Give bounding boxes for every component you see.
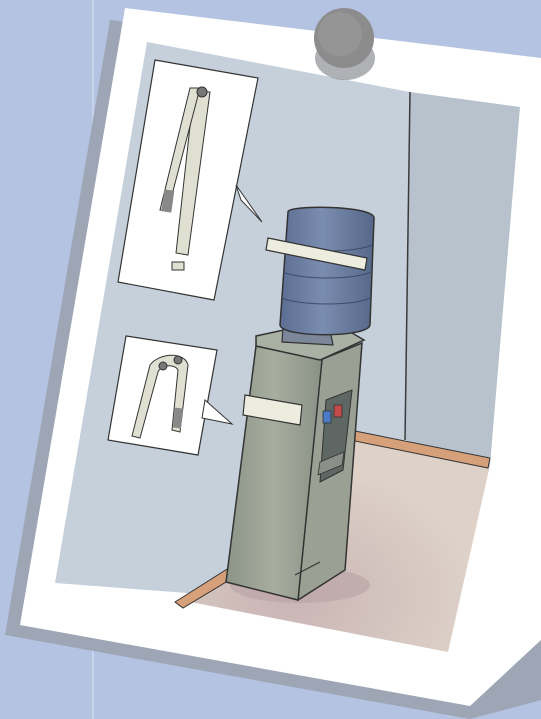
pushpin-icon (314, 8, 375, 80)
water-bottle (280, 207, 374, 334)
cold-tap (323, 411, 331, 423)
hot-tap (334, 405, 342, 417)
